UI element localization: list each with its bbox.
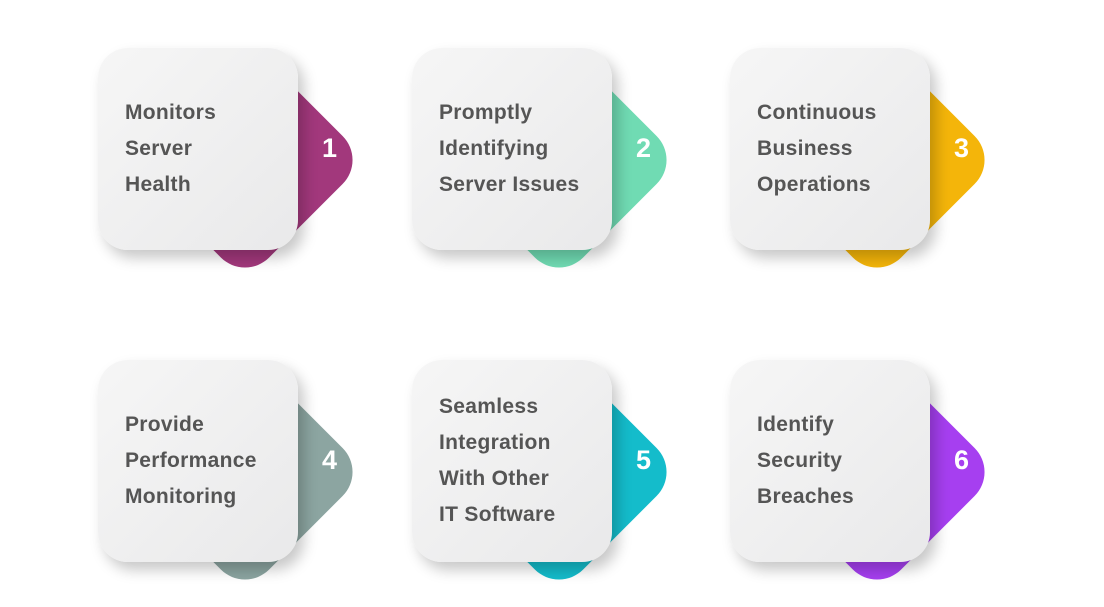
feature-label-line: Operations: [757, 173, 871, 196]
feature-label-line: Health: [125, 173, 191, 196]
feature-label-line: Performance: [125, 449, 257, 472]
item-number: 4: [322, 445, 338, 475]
feature-label-line: Integration: [439, 431, 551, 454]
feature-label-line: Monitoring: [125, 485, 237, 508]
feature-label-line: With Other: [439, 467, 550, 490]
feature-label-line: Server: [125, 137, 193, 160]
feature-label-line: Breaches: [757, 485, 854, 508]
feature-label-line: Identifying: [439, 137, 549, 160]
item-number: 3: [954, 133, 970, 163]
feature-label-line: Seamless: [439, 395, 539, 418]
item-number: 1: [322, 133, 338, 163]
feature-label-line: Server Issues: [439, 173, 580, 196]
item-number: 6: [954, 445, 970, 475]
feature-label-line: Promptly: [439, 101, 533, 124]
feature-label-line: Monitors: [125, 101, 217, 124]
feature-label-line: Provide: [125, 413, 205, 436]
feature-label-line: Continuous: [757, 101, 877, 124]
feature-label-line: Identify: [757, 413, 835, 436]
feature-label-line: IT Software: [439, 503, 556, 526]
item-number: 2: [636, 133, 652, 163]
item-number: 5: [636, 445, 652, 475]
feature-label-line: Business: [757, 137, 853, 160]
feature-label-line: Security: [757, 449, 843, 472]
